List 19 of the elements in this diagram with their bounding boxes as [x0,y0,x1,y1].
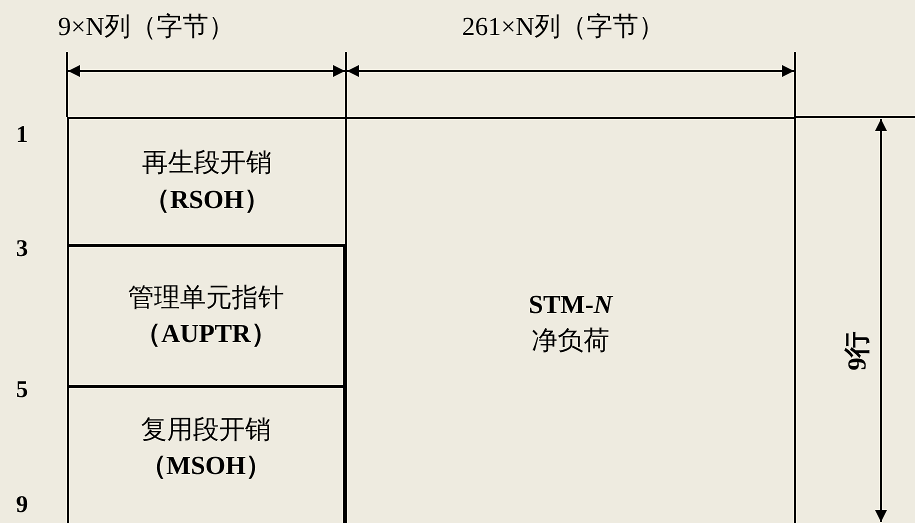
dimension-label: 9×N列（字节） [58,14,234,40]
frame-block [345,117,796,523]
block-label: STM-N [528,288,612,320]
row-number: 5 [16,378,28,402]
block-label: （MSOH） [140,450,272,482]
block-label: 再生段开销 [142,147,272,179]
row-number: 3 [16,237,28,261]
block-label: 净负荷 [532,325,610,357]
dimension-label: 261×N列（字节） [462,14,664,40]
frame-block [67,117,347,246]
block-label: 管理单元指针 [128,282,284,314]
frame-block [67,245,345,387]
dimension-label: 9行 [844,332,870,370]
row-number: 1 [16,123,28,147]
row-number: 9 [16,493,28,517]
block-label: （RSOH） [144,184,270,216]
block-label: （AUPTR） [135,318,277,350]
block-label: 复用段开销 [141,414,271,446]
frame-block [67,386,345,523]
